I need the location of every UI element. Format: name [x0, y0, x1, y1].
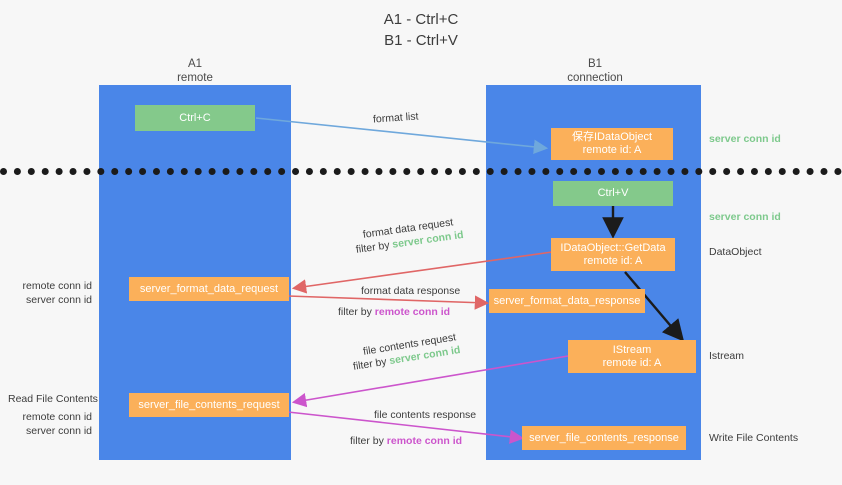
title-line-1: A1 - Ctrl+C [383, 11, 459, 28]
node-server-file-contents-request[interactable]: server_file_contents_request [129, 393, 289, 417]
column-header-b1-name: B1 [587, 58, 603, 70]
node-save-idataobject-line-2: remote id: A [582, 144, 642, 156]
node-server-format-data-request-label: server_format_data_request [139, 282, 279, 295]
node-ctrl-c-label: Ctrl+C [179, 111, 211, 124]
node-server-file-contents-response-label: server_file_contents_response [529, 431, 679, 444]
column-header-b1-sub: connection [567, 71, 623, 84]
node-istream-line-1: IStream [612, 343, 652, 356]
column-header-a1-sub: remote [177, 71, 213, 84]
left-label-group-file: remote conn id server conn id [0, 410, 92, 438]
edge-label-format-list: format list [372, 110, 419, 126]
page-title: A1 - Ctrl+C B1 - Ctrl+V [0, 9, 842, 51]
node-idataobject-getdata[interactable]: IDataObject::GetData remote id: A [551, 238, 675, 271]
node-ctrl-c[interactable]: Ctrl+C [135, 105, 255, 131]
right-label-write-file-contents: Write File Contents [709, 432, 799, 444]
node-server-format-data-response[interactable]: server_format_data_response [489, 289, 645, 313]
node-ctrl-v[interactable]: Ctrl+V [553, 181, 673, 206]
format-data-request-filter-prefix: filter by [355, 238, 394, 256]
file-contents-response-filter-prefix: filter by [350, 435, 387, 447]
left-label-server-conn-id-1: server conn id [26, 294, 92, 306]
format-data-response-filter-key: remote conn id [374, 306, 451, 318]
column-header-b1: B1 connection [545, 58, 645, 85]
file-contents-request-filter-prefix: filter by [352, 355, 391, 373]
node-idataobject-getdata-line-1: IDataObject::GetData [560, 241, 666, 254]
node-server-file-contents-request-label: server_file_contents_request [138, 398, 280, 411]
edge-label-file-contents-response-filter: filter by remote conn id [350, 434, 462, 448]
edge-label-format-data-response: format data response [361, 285, 461, 297]
left-label-server-conn-id-2: server conn id [26, 425, 92, 437]
right-label-server-conn-id-mid: server conn id [709, 211, 781, 223]
node-save-idataobject-line-1: 保存IDataObject [571, 131, 653, 143]
left-label-read-file-contents: Read File Contents [8, 393, 98, 405]
format-data-response-filter-prefix: filter by [338, 306, 375, 318]
right-label-istream: Istream [709, 350, 745, 362]
node-save-idataobject[interactable]: 保存IDataObject remote id: A [551, 128, 673, 160]
node-server-format-data-request[interactable]: server_format_data_request [129, 277, 289, 301]
node-server-file-contents-response[interactable]: server_file_contents_response [522, 426, 686, 450]
left-label-remote-conn-id-2: remote conn id [22, 411, 92, 423]
edge-label-format-data-response-filter: filter by remote conn id [338, 305, 450, 319]
edge-label-file-contents-response: file contents response [374, 409, 477, 421]
column-header-a1-name: A1 [187, 58, 203, 70]
node-istream-line-2: remote id: A [602, 356, 662, 369]
column-header-a1: A1 remote [145, 58, 245, 85]
right-label-dataobject: DataObject [709, 246, 762, 258]
node-server-format-data-response-label: server_format_data_response [493, 294, 641, 307]
left-label-group-format: remote conn id server conn id [0, 279, 92, 307]
phase-divider [0, 168, 842, 175]
right-label-server-conn-id-top: server conn id [709, 133, 781, 145]
node-idataobject-getdata-line-2: remote id: A [583, 254, 643, 267]
file-contents-response-filter-key: remote conn id [386, 435, 463, 447]
title-line-2: B1 - Ctrl+V [384, 32, 458, 49]
node-ctrl-v-label: Ctrl+V [597, 187, 629, 199]
left-label-remote-conn-id-1: remote conn id [22, 280, 92, 292]
node-istream[interactable]: IStream remote id: A [568, 340, 696, 373]
